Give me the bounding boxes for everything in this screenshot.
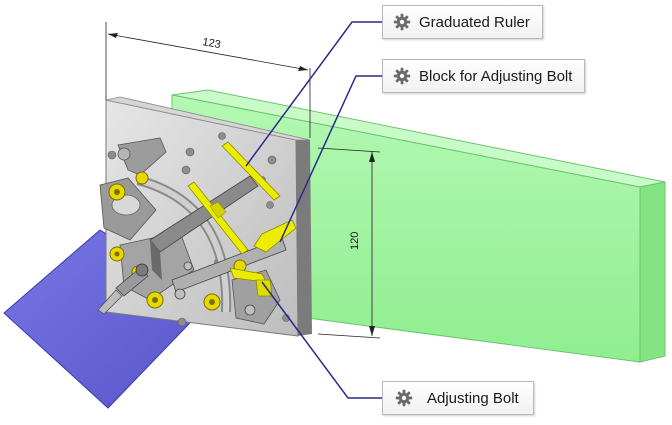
dimension-width-label: 123 bbox=[201, 36, 221, 51]
callout-block-for-adjusting-bolt: Block for Adjusting Bolt bbox=[382, 59, 586, 93]
leader-graduated-ruler bbox=[245, 21, 382, 167]
graduated-ruler-parts bbox=[187, 141, 297, 297]
gear-icon bbox=[393, 67, 411, 85]
dimension-height-label: 120 bbox=[349, 232, 361, 250]
leader-adjusting-bolt bbox=[261, 281, 382, 399]
gear-icon bbox=[393, 13, 411, 31]
probe-pin bbox=[97, 263, 149, 315]
fixture-plate bbox=[97, 96, 312, 337]
callout-label: Graduated Ruler bbox=[419, 13, 530, 31]
leader-lines bbox=[245, 21, 382, 399]
dimension-width bbox=[105, 22, 311, 138]
callout-graduated-ruler: Graduated Ruler bbox=[382, 5, 543, 39]
leader-block-adjusting-bolt bbox=[279, 75, 382, 243]
callout-label: Adjusting Bolt bbox=[427, 389, 519, 407]
callout-label: Block for Adjusting Bolt bbox=[419, 67, 573, 85]
callout-adjusting-bolt: Adjusting Bolt bbox=[382, 381, 534, 415]
dimension-height bbox=[317, 147, 381, 339]
gear-icon bbox=[395, 389, 413, 407]
